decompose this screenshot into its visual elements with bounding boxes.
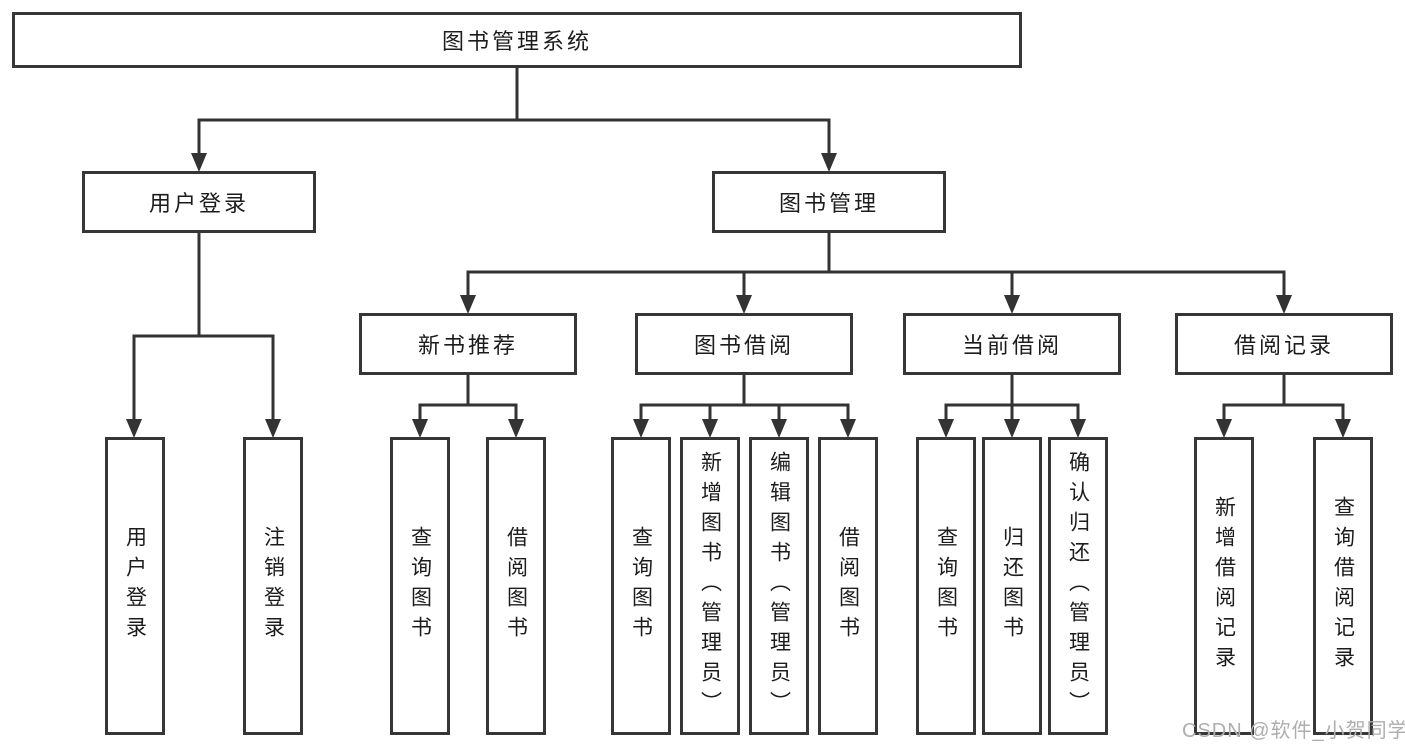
- node-book-management: 图书管理: [712, 171, 946, 233]
- leaf-user-login: 用户登录: [105, 437, 165, 735]
- node-new-book-recommend: 新书推荐: [359, 313, 577, 375]
- arrowheads: [126, 153, 1351, 438]
- leaf-logout: 注销登录: [243, 437, 303, 735]
- leaf-add-book-admin: 新增图书（管理员）: [680, 437, 740, 735]
- leaf-query-book-borrow: 查询图书: [611, 437, 671, 735]
- leaf-confirm-return-admin: 确认归还（管理员）: [1048, 437, 1108, 735]
- leaf-add-borrow-record: 新增借阅记录: [1194, 437, 1254, 735]
- leaf-borrow-book: 借阅图书: [818, 437, 878, 735]
- leaf-edit-book-admin: 编辑图书（管理员）: [749, 437, 809, 735]
- node-book-borrow: 图书借阅: [635, 313, 853, 375]
- leaf-query-book-recommend: 查询图书: [390, 437, 450, 735]
- node-user-login: 用户登录: [82, 171, 316, 233]
- node-current-borrow: 当前借阅: [903, 313, 1121, 375]
- leaf-return-book: 归还图书: [982, 437, 1042, 735]
- leaf-query-borrow-record: 查询借阅记录: [1313, 437, 1373, 735]
- leaf-borrow-book-recommend: 借阅图书: [486, 437, 546, 735]
- csdn-watermark: CSDN @软件_小贺同学: [1182, 720, 1405, 742]
- node-borrow-records: 借阅记录: [1175, 313, 1393, 375]
- node-root-system: 图书管理系统: [12, 12, 1022, 68]
- leaf-query-book-current: 查询图书: [916, 437, 976, 735]
